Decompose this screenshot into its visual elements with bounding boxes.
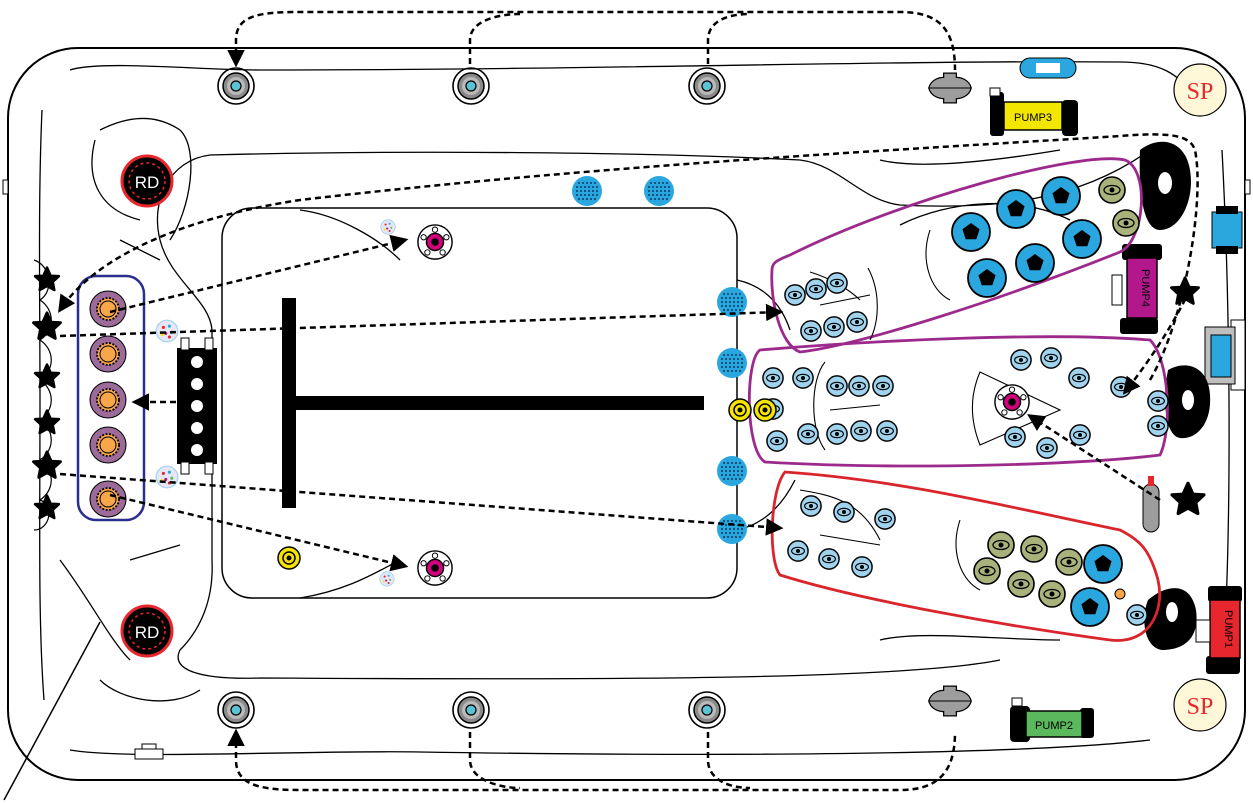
t-bar <box>282 298 704 508</box>
bottom-recirc-lines <box>227 728 957 792</box>
sp-top-label: SP <box>1187 79 1214 105</box>
sp-bottom-label: SP <box>1187 694 1214 720</box>
zone-upper-seat <box>770 157 1143 354</box>
zone-contours <box>799 229 1062 591</box>
star-jets <box>32 259 1206 531</box>
pump1: PUMP1 <box>1195 586 1242 674</box>
pump4-label: PUMP4 <box>1139 269 1151 307</box>
leader-line <box>3 621 101 801</box>
drain-bottom-label: RD <box>135 623 160 642</box>
pump2-label: PUMP2 <box>1035 720 1073 732</box>
pump3-label: PUMP3 <box>1014 112 1052 124</box>
pump2: PUMP2 <box>1010 697 1094 742</box>
flow-lines <box>58 133 1199 572</box>
lower-seat-jets <box>787 495 1148 627</box>
pump1-label: PUMP1 <box>1222 610 1234 648</box>
heater-unit <box>1211 206 1243 254</box>
drain-top-label: RD <box>135 173 160 192</box>
zone-lower-seat <box>770 470 1162 642</box>
pump4: PUMP4 <box>1111 244 1162 334</box>
manifold <box>177 337 217 475</box>
pump3: PUMP3 <box>989 87 1078 136</box>
zone-middle-seat <box>747 335 1169 468</box>
top-recirc-lines <box>227 10 957 71</box>
suction-port-bottom: SP <box>1173 678 1227 732</box>
suction-port-top: SP <box>1173 63 1227 117</box>
drain-top: RD <box>120 154 174 208</box>
skimmer-blocks <box>1139 141 1211 650</box>
air-control <box>1142 476 1160 533</box>
control-panel <box>1019 57 1077 79</box>
drain-bottom: RD <box>120 604 174 658</box>
spa-shell <box>2 47 1251 781</box>
